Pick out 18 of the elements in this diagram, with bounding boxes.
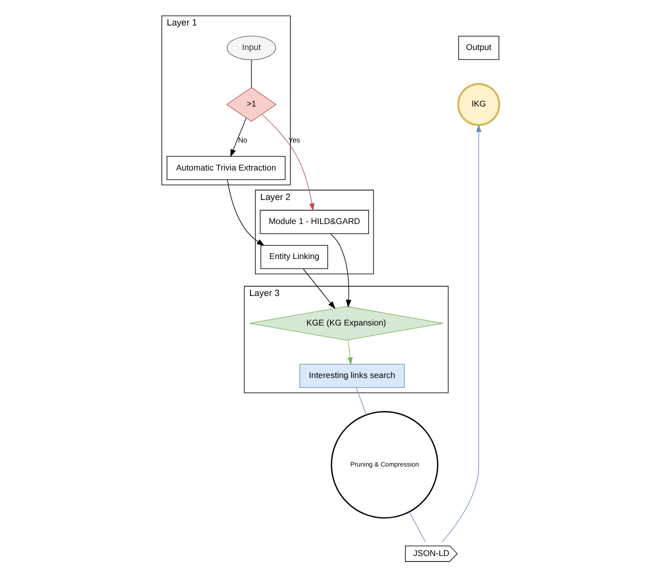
node-box: Output: [458, 36, 499, 60]
node-circle: IKG: [456, 83, 500, 126]
arrow: [346, 340, 352, 366]
arrow: [302, 268, 335, 310]
arrow: [441, 124, 481, 542]
node-box: Entity Linking: [260, 245, 328, 270]
connector: [250, 60, 252, 88]
node-box: Interesting links search: [298, 364, 404, 388]
arrow: [261, 114, 314, 212]
node-diamond: >1: [226, 87, 276, 122]
node-diamond: KGE (KG Expansion): [248, 306, 443, 340]
node-box: Automatic Trivia Extraction: [166, 156, 286, 180]
arrow: [226, 180, 264, 246]
connector: [408, 512, 426, 542]
connector: [355, 387, 366, 416]
arrow: [230, 118, 246, 158]
node-box: Module 1 - HILD&GARD: [259, 210, 368, 234]
node-ellipse: Input: [226, 36, 276, 60]
